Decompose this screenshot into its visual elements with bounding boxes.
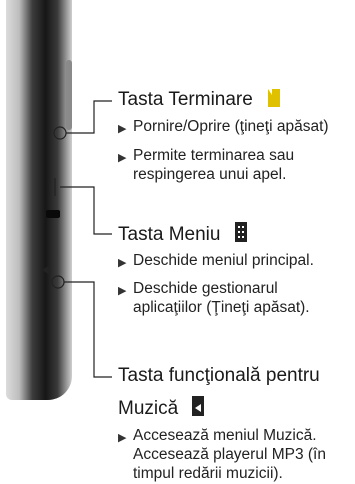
bullet-triangle-icon: ▶ bbox=[118, 432, 127, 444]
music-key-bullet-1: ▶ Accesează meniul Muzică. Accesează pla… bbox=[118, 427, 326, 482]
bullet-triangle-icon: ▶ bbox=[118, 152, 127, 164]
menu-key-bullet-1: ▶ Deschide meniul principal. bbox=[118, 251, 314, 270]
end-key-icon bbox=[268, 89, 281, 107]
music-key-glyph-icon bbox=[42, 265, 50, 275]
music-key-heading-line-2: Muzică bbox=[118, 396, 205, 420]
bullet-triangle-icon: ▶ bbox=[118, 257, 127, 269]
phone-side-illustration bbox=[6, 0, 72, 400]
end-key-bullet-2: ▶ Permite terminarea sau respingerea unu… bbox=[118, 147, 295, 183]
music-key-title-line-2: Muzică bbox=[118, 398, 179, 419]
music-key-title-line-1: Tasta funcţională pentru bbox=[118, 365, 320, 386]
music-key-icon bbox=[192, 396, 205, 416]
end-key-marker bbox=[53, 126, 67, 140]
menu-key-icon bbox=[234, 222, 247, 242]
bullet-triangle-icon: ▶ bbox=[118, 285, 127, 297]
phone-side-slot bbox=[46, 210, 60, 218]
end-key-title: Tasta Terminare bbox=[118, 89, 253, 110]
end-key-heading: Tasta Terminare bbox=[118, 89, 281, 111]
phone-side-button bbox=[66, 60, 72, 130]
menu-key-leader bbox=[60, 186, 112, 235]
music-key-marker bbox=[51, 275, 65, 289]
music-key-leader bbox=[64, 281, 112, 378]
music-key-heading-line-1: Tasta funcţională pentru bbox=[118, 365, 320, 387]
end-key-bullet-1: ▶ Pornire/Oprire (ţineţi apăsat) bbox=[118, 117, 329, 136]
end-key-leader bbox=[66, 100, 112, 134]
menu-key-bullet-2: ▶ Deschide gestionarul aplicaţiilor (Ţin… bbox=[118, 280, 310, 316]
bullet-triangle-icon: ▶ bbox=[118, 123, 127, 135]
menu-key-heading: Tasta Meniu bbox=[118, 222, 248, 246]
menu-key-title: Tasta Meniu bbox=[118, 224, 221, 245]
